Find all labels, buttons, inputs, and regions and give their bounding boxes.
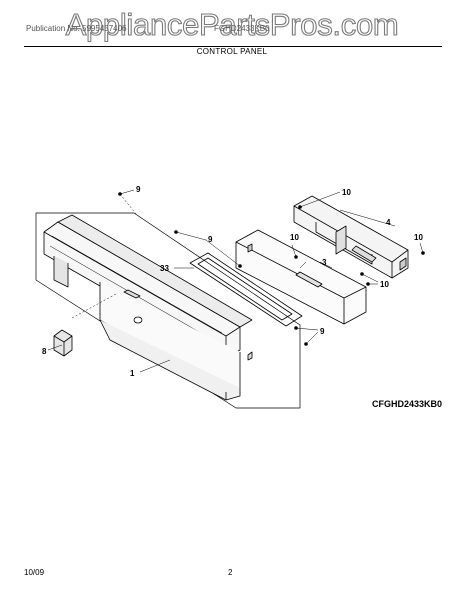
footer-page-number: 2 [228,568,233,577]
panel-assembly-boundary [35,212,301,409]
callout-33: 33 [160,264,169,273]
part-8-clip [53,329,73,357]
callout-9-mid: 9 [208,235,213,244]
callout-10-right: 10 [414,233,423,242]
callout-9-top: 9 [136,185,141,194]
section-title: CONTROL PANEL [196,47,268,56]
watermark-logo: AppliancePartsPros.com [65,6,399,42]
part-33-gasket [189,252,303,327]
footer-date: 10/09 [24,568,45,577]
leader-lines [47,189,424,373]
callout-9-lower: 9 [320,327,325,336]
callout-8: 8 [42,347,47,356]
publication-number: Publication No. 5995457406 [26,24,127,33]
part-1-control-panel [43,214,253,401]
header-rule [24,46,442,47]
part-3-control-board [235,229,367,325]
header-model-number: FGHD2433KB0 [214,24,270,33]
diagram-model-label: CFGHD2433KB0 [371,399,442,409]
callout-10-mid: 10 [290,233,299,242]
callout-1: 1 [130,369,135,378]
callout-10-top: 10 [342,188,351,197]
callout-10-lower: 10 [380,280,389,289]
callout-4: 4 [386,218,391,227]
callout-3: 3 [322,258,327,267]
part-4-bracket [293,195,409,279]
